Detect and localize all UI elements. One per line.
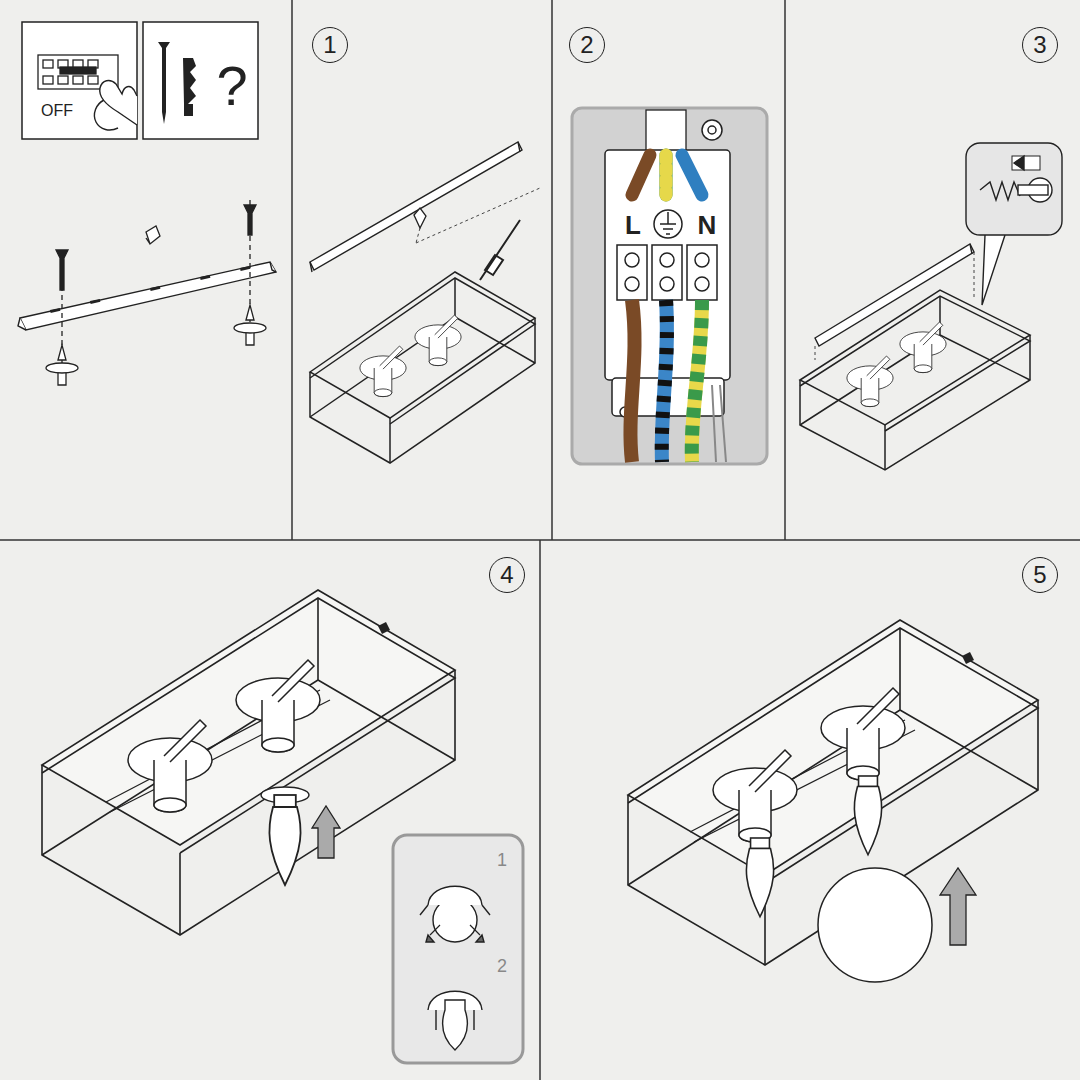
sub-step-number: 2 [497,957,507,975]
step-number: 1 [312,27,348,63]
switch-label: OFF [41,103,73,119]
terminal-label: L [625,212,641,238]
step-number: 4 [489,557,525,593]
lamp-socket [415,315,461,366]
cable-sleeve [646,110,686,152]
sub-step-number: 1 [497,851,507,869]
candle-bulb [269,795,300,885]
fixings-box [143,22,258,139]
hand [94,81,137,130]
lamp-socket [360,346,406,397]
frame-screw [378,622,390,634]
lamp-frame [800,290,1030,470]
supply-wires [632,155,702,195]
step-number-text: 4 [500,563,513,587]
guide-line [416,188,540,243]
ring-detail [393,835,523,1063]
up-arrow [940,868,976,945]
up-arrow [312,806,340,858]
lamp-socket [847,356,893,407]
wiring-detail [572,108,767,464]
candle-bulb [746,838,773,917]
screw-callout [966,143,1062,305]
step-number: 5 [1022,557,1058,593]
guide-line [815,252,974,360]
step-number-text: 3 [1033,33,1046,57]
mounting-bracket [18,262,276,330]
screw-and-dowel [158,42,196,124]
terminal-label: N [698,212,717,238]
power-off-box [22,22,137,139]
lamp-frame [310,272,535,463]
lamp-socket [128,720,212,812]
clip [414,208,426,228]
lamp-socket [900,322,946,373]
lamp-socket [236,660,320,752]
wall-fixings [46,200,266,385]
step-number: 2 [569,27,605,63]
question-mark: ? [216,58,247,114]
step-number: 3 [1022,27,1058,63]
glass-globe [818,868,932,982]
lamp-wires [630,300,726,462]
wire-connector [480,220,520,280]
earth-symbol [654,210,682,238]
lamp-socket [713,750,797,842]
candle-bulb [854,776,881,855]
lamp-socket [821,688,905,780]
step-number-text: 1 [323,33,336,57]
step-number-text: 2 [580,33,593,57]
step-number-text: 5 [1033,563,1046,587]
frame-screw [962,652,974,664]
bracket [310,142,522,272]
